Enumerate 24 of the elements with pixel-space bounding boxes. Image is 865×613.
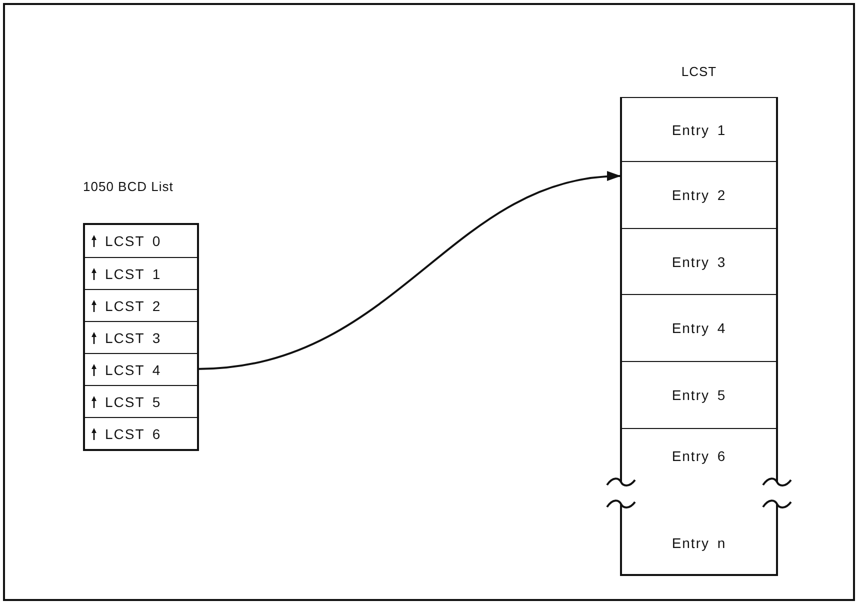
table-row xyxy=(620,504,778,576)
row-label: Entry n xyxy=(672,535,726,551)
table-row xyxy=(620,294,778,361)
cell-label: LCST 2 xyxy=(105,298,162,314)
table-row xyxy=(620,428,778,482)
row-label: Entry 1 xyxy=(672,122,726,138)
heading: LCST xyxy=(681,64,717,79)
row-label: Entry 4 xyxy=(672,320,726,336)
cell-label: LCST 1 xyxy=(105,266,162,282)
cell-label: LCST 5 xyxy=(105,394,162,410)
row-label: Entry 5 xyxy=(672,387,726,403)
cell-label: LCST 3 xyxy=(105,330,162,346)
heading: 1050 BCD List xyxy=(83,179,174,194)
cell-label: LCST 4 xyxy=(105,362,162,378)
arrow xyxy=(196,172,621,370)
row-label: Entry 2 xyxy=(672,187,726,203)
row-label: Entry 6 xyxy=(672,448,726,464)
cell-label: LCST 6 xyxy=(105,426,162,442)
table-row xyxy=(620,97,778,161)
table-row xyxy=(620,161,778,228)
table-row xyxy=(620,228,778,294)
row-label: Entry 3 xyxy=(672,254,726,270)
table-row xyxy=(620,361,778,428)
cell-label: LCST 0 xyxy=(105,233,162,249)
